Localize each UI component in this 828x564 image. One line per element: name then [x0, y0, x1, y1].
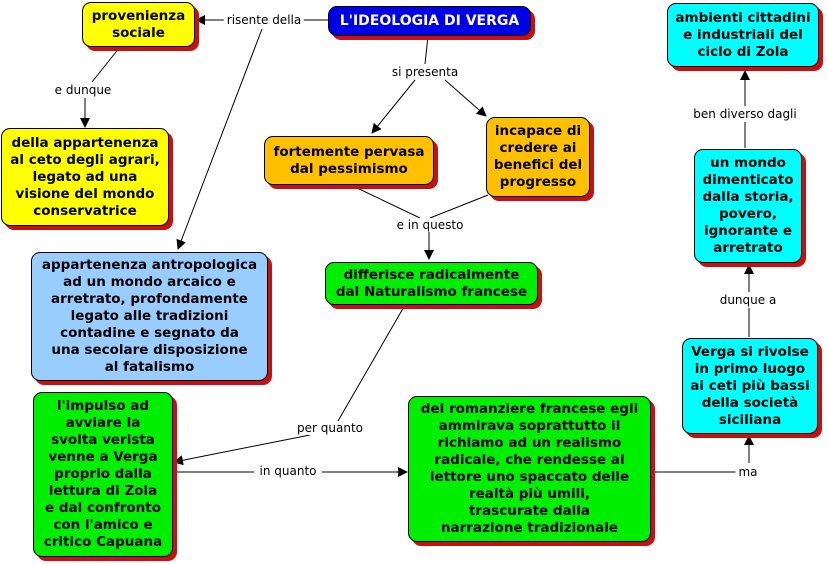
- node-ambienti-zola[interactable]: ambienti cittadini e industriali del cic…: [667, 3, 819, 67]
- edge-sipresenta-pessimismo: [371, 79, 416, 134]
- link-label-in-quanto: in quanto: [256, 464, 320, 478]
- node-ideologia-di-verga[interactable]: L'IDEOLOGIA DI VERGA: [328, 6, 531, 36]
- node-ceti-piu-bassi[interactable]: Verga si rivolse in primo luogo ai ceti …: [682, 338, 818, 434]
- edge-differisce-perquanto: [337, 304, 406, 422]
- node-romanziere-text: del romanziere francese egli ammirava so…: [420, 401, 639, 536]
- link-label-ben-diverso-dagli: ben diverso dagli: [690, 107, 800, 121]
- edge-perquanto-impulso: [173, 434, 311, 466]
- node-provenienza-sociale[interactable]: provenienza sociale: [82, 2, 195, 47]
- node-title-text: L'IDEOLOGIA DI VERGA: [339, 12, 520, 29]
- node-pessimismo-text: fortemente pervasa dal pessimismo: [273, 143, 425, 177]
- edge-incapace-einquesto: [429, 194, 489, 219]
- link-label-e-dunque: e dunque: [51, 83, 115, 97]
- edge-provenienza-edunque: [91, 46, 121, 83]
- link-label-risente-della: risente della: [223, 13, 305, 27]
- link-label-per-quanto: per quanto: [294, 421, 366, 435]
- link-label-e-in-questo: e in questo: [393, 218, 467, 232]
- node-provenienza-text: provenienza sociale: [91, 7, 186, 41]
- node-appartenenza-antropologica[interactable]: appartenenza antropologica ad un mondo a…: [31, 252, 268, 381]
- edge-sipresenta-incapace: [444, 79, 487, 117]
- node-impulso-text: l'impulso ad avviare la svolta verista v…: [43, 398, 163, 550]
- node-incapace-progresso[interactable]: incapace di credere ai benefici del prog…: [486, 117, 590, 197]
- node-antropologica-text: appartenenza antropologica ad un mondo a…: [41, 257, 258, 375]
- node-ceti-bassi-text: Verga si rivolse in primo luogo ai ceti …: [690, 343, 810, 428]
- node-mondo-dimenticato-text: un mondo dimenticato dalla storia, pover…: [702, 155, 794, 256]
- node-impulso-svolta-verista[interactable]: l'impulso ad avviare la svolta verista v…: [33, 392, 173, 557]
- edge-title-sipresenta: [424, 35, 429, 65]
- node-appartenenza-ceto[interactable]: della appartenenza al ceto degli agrari,…: [1, 128, 169, 226]
- node-differisce-text: differisce radicalmente dal Naturalismo …: [335, 266, 528, 300]
- node-incapace-text: incapace di credere ai benefici del prog…: [493, 123, 583, 190]
- node-romanziere-francese[interactable]: del romanziere francese egli ammirava so…: [408, 396, 651, 542]
- edge-pessimismo-einquesto: [354, 186, 421, 219]
- edge-risente-antropologica: [176, 28, 263, 250]
- link-label-ma: ma: [735, 465, 761, 479]
- node-differisce-naturalismo[interactable]: differisce radicalmente dal Naturalismo …: [325, 262, 538, 305]
- link-label-si-presenta: si presenta: [388, 65, 462, 79]
- node-appartenenza-ceto-text: della appartenenza al ceto degli agrari,…: [10, 134, 160, 219]
- node-ambienti-text: ambienti cittadini e industriali del cic…: [675, 9, 811, 60]
- node-mondo-dimenticato[interactable]: un mondo dimenticato dalla storia, pover…: [694, 149, 802, 263]
- link-label-dunque-a: dunque a: [716, 293, 780, 307]
- node-pessimismo[interactable]: fortemente pervasa dal pessimismo: [264, 136, 434, 185]
